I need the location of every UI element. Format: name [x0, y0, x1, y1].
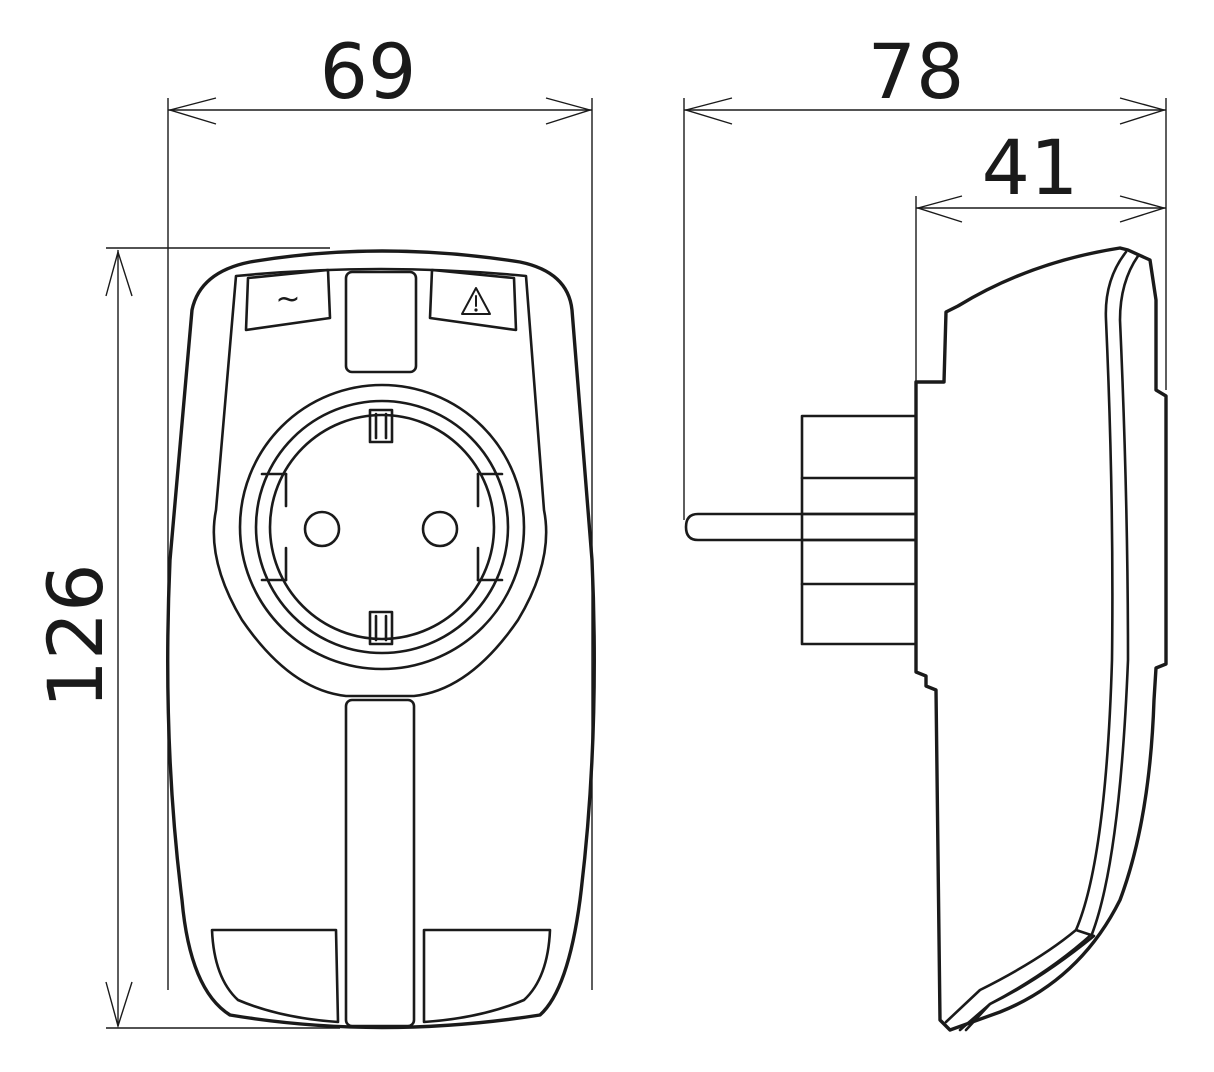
- housing-depth-dimension-side: 41: [915, 123, 1167, 382]
- side-housing-back: [914, 246, 1168, 1032]
- adapter-front-view: ~: [166, 249, 596, 1030]
- plug-pin: [684, 512, 918, 542]
- socket-outer-ring: [238, 383, 526, 671]
- front-faceplate: [212, 267, 548, 698]
- depth-label: 78: [868, 27, 965, 116]
- height-label: 126: [31, 563, 120, 708]
- earth-clip-top: [368, 408, 394, 444]
- depth-dimension-side: 78: [683, 27, 1167, 520]
- socket-inner-ring: [254, 399, 510, 655]
- front-housing-outline: [166, 249, 596, 1030]
- center-top-button: [344, 270, 418, 374]
- height-dimension-front: 126: [31, 247, 340, 1029]
- indicator-window-right: [428, 268, 518, 332]
- adapter-side-view: [684, 246, 1168, 1032]
- side-housing-rim: [958, 254, 1140, 1032]
- socket-recess: [268, 413, 496, 641]
- bottom-pad-left: [210, 928, 340, 1024]
- warning-triangle-icon: [461, 287, 491, 315]
- side-bottom-pad: [964, 928, 1096, 1032]
- indicator-tilde: ~: [275, 282, 300, 317]
- side-housing-front: [944, 250, 1128, 1024]
- pin-hole-right: [421, 510, 459, 548]
- plug-base: [800, 414, 918, 646]
- indicator-window-left: [244, 268, 332, 332]
- pin-hole-left: [303, 510, 341, 548]
- width-dimension-front: 69: [167, 27, 593, 990]
- earth-clip-bottom: [368, 610, 394, 646]
- housing-depth-label: 41: [982, 123, 1079, 212]
- center-strip: [344, 698, 416, 1028]
- width-label: 69: [320, 27, 417, 116]
- bottom-pad-right: [422, 928, 552, 1024]
- socket-side-guides: [260, 472, 504, 582]
